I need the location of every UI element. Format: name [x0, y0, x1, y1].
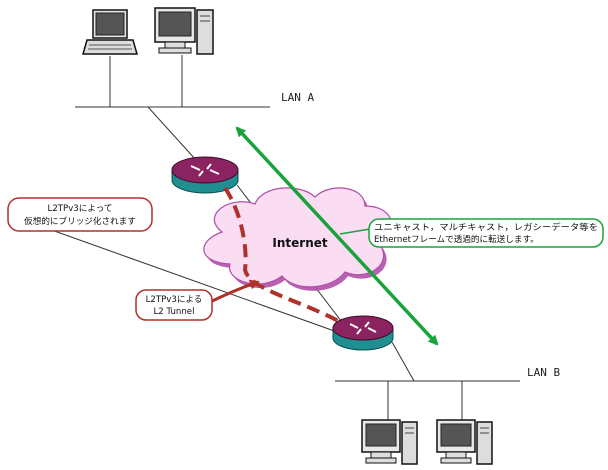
router-a-icon	[171, 156, 239, 194]
lan-b-label: LAN B	[527, 366, 560, 379]
transparent-callout: ユニキャスト，マルチキャスト，レガシーデータ等を Ethernetフレームで透過…	[368, 218, 604, 248]
router-a-uplink	[147, 106, 197, 161]
lan-a-segment	[75, 55, 270, 161]
internet-cloud: Internet	[203, 187, 395, 291]
bridge-callout-line-1: L2TPv3によって	[48, 203, 113, 214]
tunnel-callout-line-2: L2 Tunnel	[154, 307, 195, 317]
laptop-icon	[82, 9, 138, 55]
internet-label: Internet	[272, 236, 327, 250]
bridge-callout: L2TPv3によって 仮想的にブリッジ化されます	[7, 197, 153, 232]
desktop-computer-icon	[436, 419, 493, 465]
desktop-computer-icon	[361, 419, 418, 465]
tunnel-callout: L2TPv3による L2 Tunnel	[135, 289, 213, 321]
desktop-computer-icon	[154, 7, 214, 55]
lan-b-segment	[335, 380, 520, 420]
router-b-icon	[332, 315, 394, 351]
lan-a-label: LAN A	[281, 91, 314, 104]
transparent-callout-line-1: ユニキャスト，マルチキャスト，レガシーデータ等を	[374, 221, 598, 233]
tunnel-callout-line-1: L2TPv3による	[146, 294, 203, 305]
tunnel-callout-arrow	[209, 279, 260, 304]
bridge-callout-line-2: 仮想的にブリッジ化されます	[24, 215, 136, 227]
transparent-callout-line-2: Ethernetフレームで透過的に転送します。	[374, 233, 539, 245]
router-b-downlink	[391, 341, 415, 382]
transparent-forwarding-arrow	[235, 126, 439, 346]
transparent-callout-pointer	[339, 228, 371, 235]
